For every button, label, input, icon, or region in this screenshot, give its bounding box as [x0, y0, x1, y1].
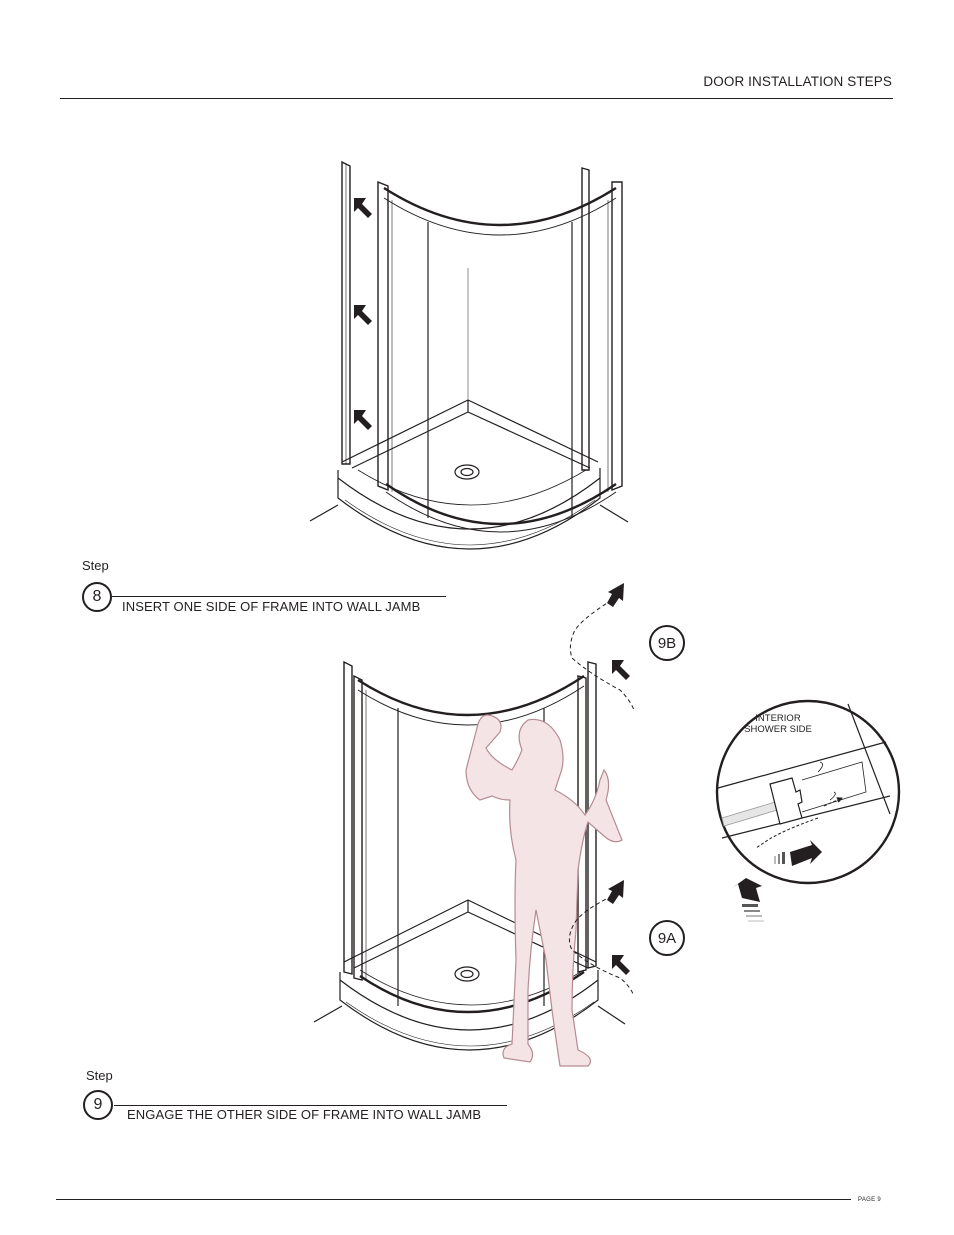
detail-striped-arrow-inner: [774, 840, 822, 866]
step-9-number-badge: 9: [83, 1090, 113, 1120]
header-divider: [60, 98, 893, 99]
page-number: PAGE 9: [858, 1197, 882, 1203]
callout-9b: 9B: [649, 625, 685, 661]
step-9-underline: [114, 1105, 507, 1106]
step-8-instruction: INSERT ONE SIDE OF FRAME INTO WALL JAMB: [122, 599, 421, 614]
footer-divider: [56, 1199, 851, 1200]
detail-striped-arrow-outer: [732, 878, 764, 922]
step-9-word: Step: [86, 1068, 113, 1083]
step-9-dashed-guides: [568, 599, 635, 997]
detail-label: INTERIOR SHOWER SIDE: [728, 713, 828, 735]
detail-label-line-2: SHOWER SIDE: [744, 724, 812, 735]
page-header-title: DOOR INSTALLATION STEPS: [703, 74, 892, 89]
person-figure: [465, 714, 623, 1067]
detail-label-line-1: INTERIOR: [755, 713, 801, 724]
callout-9a: 9A: [649, 920, 685, 956]
step-8-number-badge: 8: [82, 582, 112, 612]
detail-magnifier: [715, 699, 901, 922]
step-8-illustration: [309, 160, 629, 550]
step-9-instruction: ENGAGE THE OTHER SIDE OF FRAME INTO WALL…: [127, 1107, 482, 1122]
step-8-word: Step: [82, 558, 109, 573]
step-8-underline: [112, 596, 446, 597]
step-8-arrows: [354, 198, 372, 430]
step-9-arrows: [607, 583, 630, 975]
